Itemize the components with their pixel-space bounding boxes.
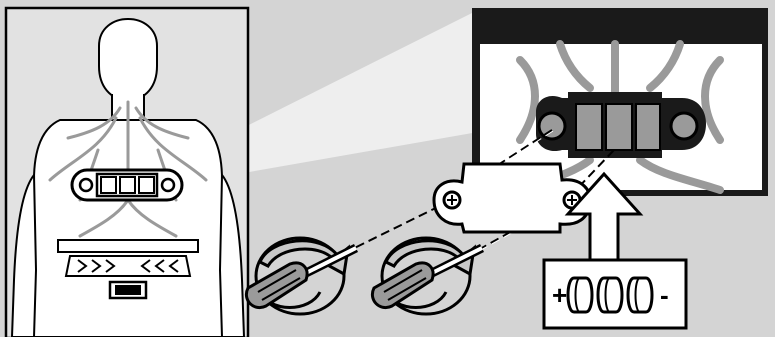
screwdriver-left <box>246 238 356 314</box>
zoom-beam <box>215 10 478 178</box>
back-battery-pack <box>72 170 182 200</box>
head <box>99 19 157 100</box>
battery-cell-icon <box>568 278 592 312</box>
plus-sign: + <box>552 280 567 310</box>
polarity-callout: + - <box>544 260 686 328</box>
zoom-battery-pack <box>536 92 706 158</box>
minus-sign: - <box>660 280 669 310</box>
screwdriver-right <box>372 238 482 314</box>
figure-panel <box>6 8 248 337</box>
battery-cell-icon <box>628 278 652 312</box>
battery-cell-icon <box>598 278 622 312</box>
